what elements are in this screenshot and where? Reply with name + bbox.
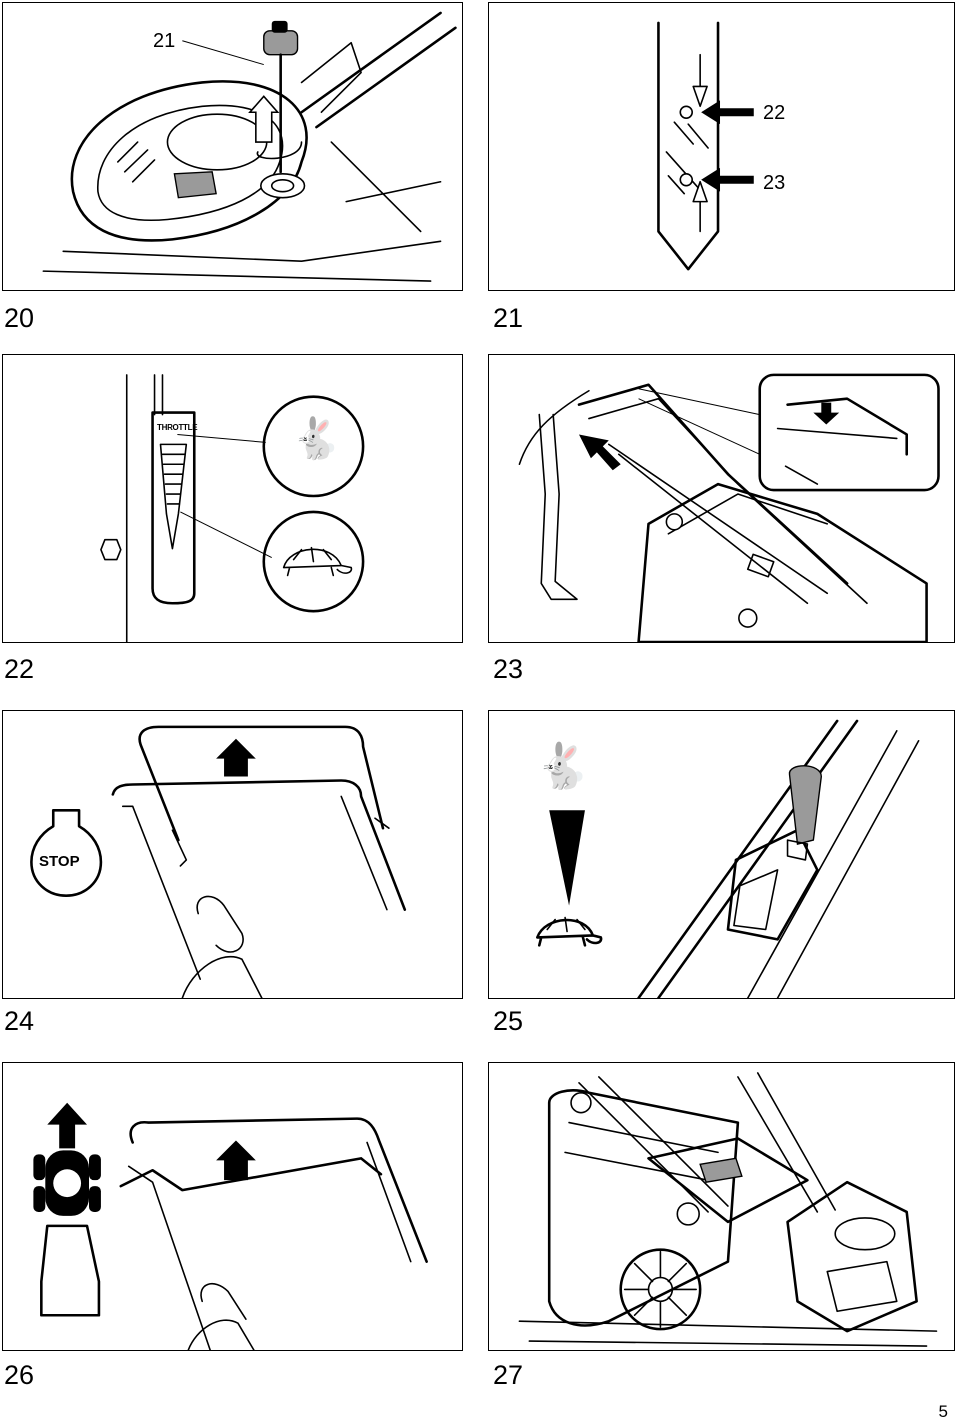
figure-23-panel xyxy=(488,354,955,643)
figure-24-illustration xyxy=(30,725,407,998)
figure-number-27: 27 xyxy=(493,1360,524,1390)
callout-22: 22 xyxy=(763,102,786,124)
figure-22-illustration xyxy=(100,374,365,642)
figure-20-panel: 21 xyxy=(2,2,463,291)
figure-number-26: 26 xyxy=(4,1360,35,1390)
figure-26-illustration xyxy=(33,1102,428,1350)
figure-number-22: 22 xyxy=(4,654,35,684)
figure-27-illustration xyxy=(518,1072,938,1347)
figure-23-illustration xyxy=(518,373,940,642)
figure-number-21: 21 xyxy=(493,303,524,333)
callout-21: 21 xyxy=(153,30,176,52)
figure-25-panel: 🐇 xyxy=(488,710,955,999)
figure-20-illustration xyxy=(42,11,457,282)
page-number: 5 xyxy=(938,1402,948,1421)
throttle-label: THROTTLE xyxy=(157,423,198,432)
figure-number-20: 20 xyxy=(4,303,35,333)
figure-24-panel: STOP xyxy=(2,710,463,999)
stop-icon: STOP xyxy=(39,853,80,870)
rabbit-icon: 🐇 xyxy=(535,742,590,791)
figure-21-illustration xyxy=(657,21,754,271)
callout-23: 23 xyxy=(763,172,786,194)
figure-27-panel xyxy=(488,1062,955,1351)
figure-25-illustration xyxy=(535,719,920,998)
figure-26-panel xyxy=(2,1062,463,1351)
figure-21-panel: 22 23 xyxy=(488,2,955,291)
rabbit-icon: 🐇 xyxy=(291,417,341,461)
drive-engage-icon xyxy=(33,1102,101,1317)
figure-number-23: 23 xyxy=(493,654,524,684)
figure-22-panel: THROTTLE 🐇 xyxy=(2,354,463,643)
figure-number-25: 25 xyxy=(493,1006,524,1036)
figure-number-24: 24 xyxy=(4,1006,35,1036)
